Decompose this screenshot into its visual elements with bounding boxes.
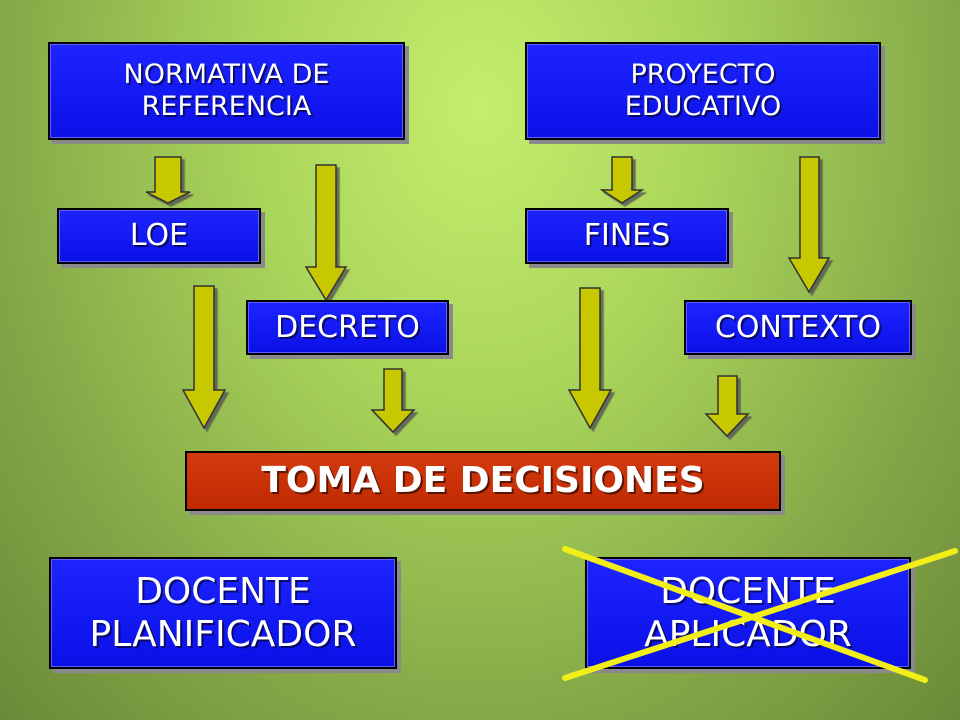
box-docente-planificador: DOCENTE PLANIFICADOR — [49, 557, 397, 669]
box-contexto: CONTEXTO — [684, 300, 912, 355]
box-fines: FINES — [525, 208, 729, 264]
arrow-fines-toma — [567, 287, 613, 430]
arrow-proyecto-fines — [599, 156, 645, 204]
arrow-normativa-loe — [145, 156, 191, 204]
arrow-decreto-toma — [370, 368, 416, 434]
box-proyecto-educativo: PROYECTO EDUCATIVO — [525, 42, 881, 140]
box-loe: LOE — [57, 208, 261, 264]
box-normativa-de-referencia: NORMATIVA DE REFERENCIA — [48, 42, 405, 140]
arrow-loe-toma — [181, 285, 227, 430]
box-decreto: DECRETO — [246, 300, 449, 355]
box-toma-de-decisiones: TOMA DE DECISIONES — [185, 451, 781, 511]
arrow-contexto-toma — [704, 375, 750, 438]
arrow-proyecto-contexto — [787, 156, 831, 294]
box-docente-aplicador: DOCENTE APLICADOR — [585, 557, 911, 669]
arrow-normativa-decreto — [304, 164, 348, 302]
